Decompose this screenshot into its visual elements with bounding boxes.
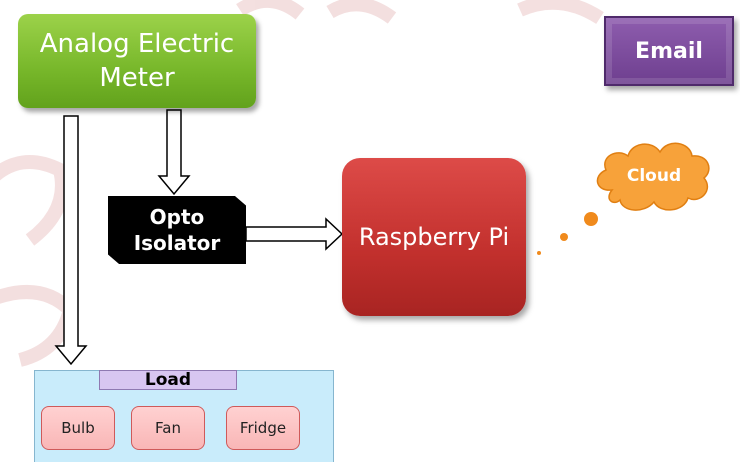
email-box: Email: [604, 16, 734, 86]
opto-label-line2: Isolator: [133, 231, 221, 255]
appliance-bulb: Bulb: [41, 406, 115, 450]
cloud-dot-1: [537, 251, 541, 255]
email-label: Email: [635, 38, 703, 64]
raspberry-pi-box: Raspberry Pi: [342, 158, 526, 316]
appliance-fan-label: Fan: [155, 419, 181, 437]
cloud-label: Cloud: [626, 166, 682, 186]
arrow-opto-to-pi: [245, 217, 344, 251]
arrow-meter-to-opto: [157, 109, 191, 196]
appliance-fridge: Fridge: [226, 406, 300, 450]
appliance-fridge-label: Fridge: [239, 419, 287, 437]
cloud-dot-2: [560, 233, 568, 241]
opto-label-line1: Opto: [149, 205, 205, 229]
appliance-bulb-label: Bulb: [61, 419, 95, 437]
cloud-dot-3: [584, 212, 598, 226]
load-title: Load: [99, 370, 237, 390]
arrow-meter-to-load: [54, 115, 88, 366]
opto-isolator-box: Opto Isolator: [108, 196, 246, 264]
pi-label: Raspberry Pi: [358, 223, 510, 251]
appliance-fan: Fan: [131, 406, 205, 450]
analog-electric-meter-box: Analog Electric Meter: [18, 14, 256, 108]
meter-label: Analog Electric Meter: [39, 29, 235, 93]
cloud-shape: [596, 142, 710, 211]
